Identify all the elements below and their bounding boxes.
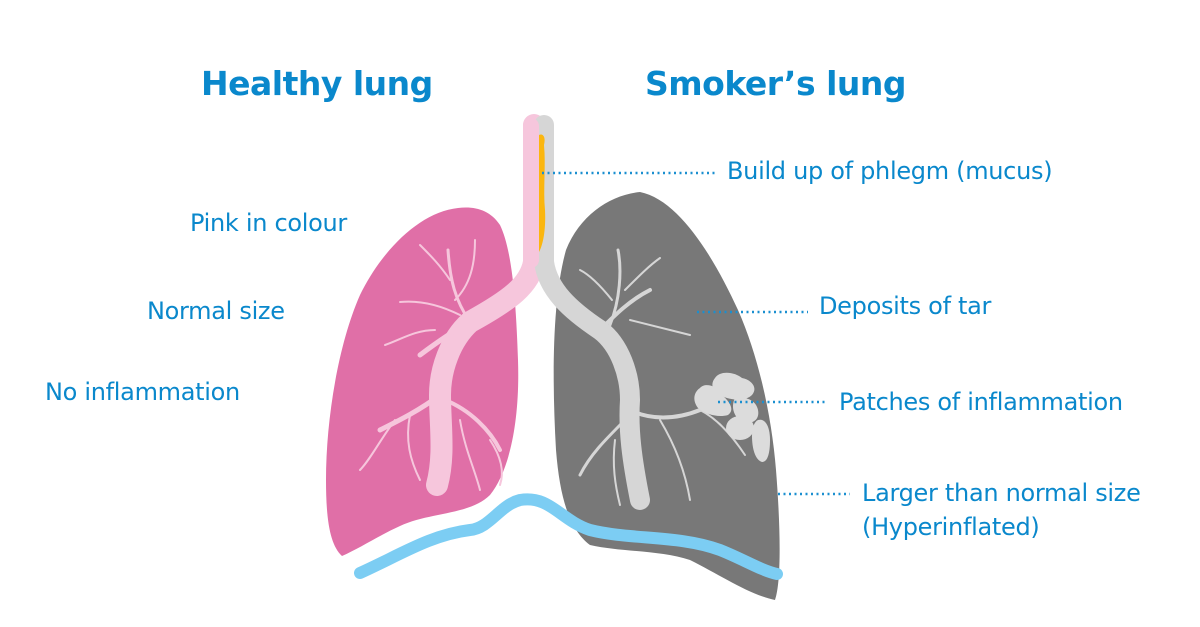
label-phlegm: Build up of phlegm (mucus)	[727, 157, 1053, 185]
label-normal-size: Normal size	[147, 297, 285, 325]
label-pink-in-colour: Pink in colour	[190, 209, 347, 237]
healthy-bronchial-tree	[359, 114, 545, 496]
label-hyperinflated: (Hyperinflated)	[862, 513, 1040, 541]
inflammation-patches	[694, 372, 770, 462]
trachea-icon	[523, 118, 551, 268]
label-inflammation-patches: Patches of inflammation	[839, 388, 1123, 416]
healthy-lung-title: Healthy lung	[201, 64, 433, 103]
label-larger-size: Larger than normal size	[862, 479, 1141, 507]
diaphragm-line	[354, 493, 783, 580]
label-no-inflammation: No inflammation	[45, 378, 240, 406]
smoker-lung-icon	[553, 192, 780, 600]
leader-lines	[542, 171, 850, 496]
smoker-bronchial-tree	[534, 115, 746, 510]
phlegm-deposit	[539, 134, 546, 252]
label-tar-deposits: Deposits of tar	[819, 292, 992, 320]
healthy-lung-icon	[326, 207, 519, 556]
smoker-lung-title: Smoker’s lung	[645, 64, 907, 103]
